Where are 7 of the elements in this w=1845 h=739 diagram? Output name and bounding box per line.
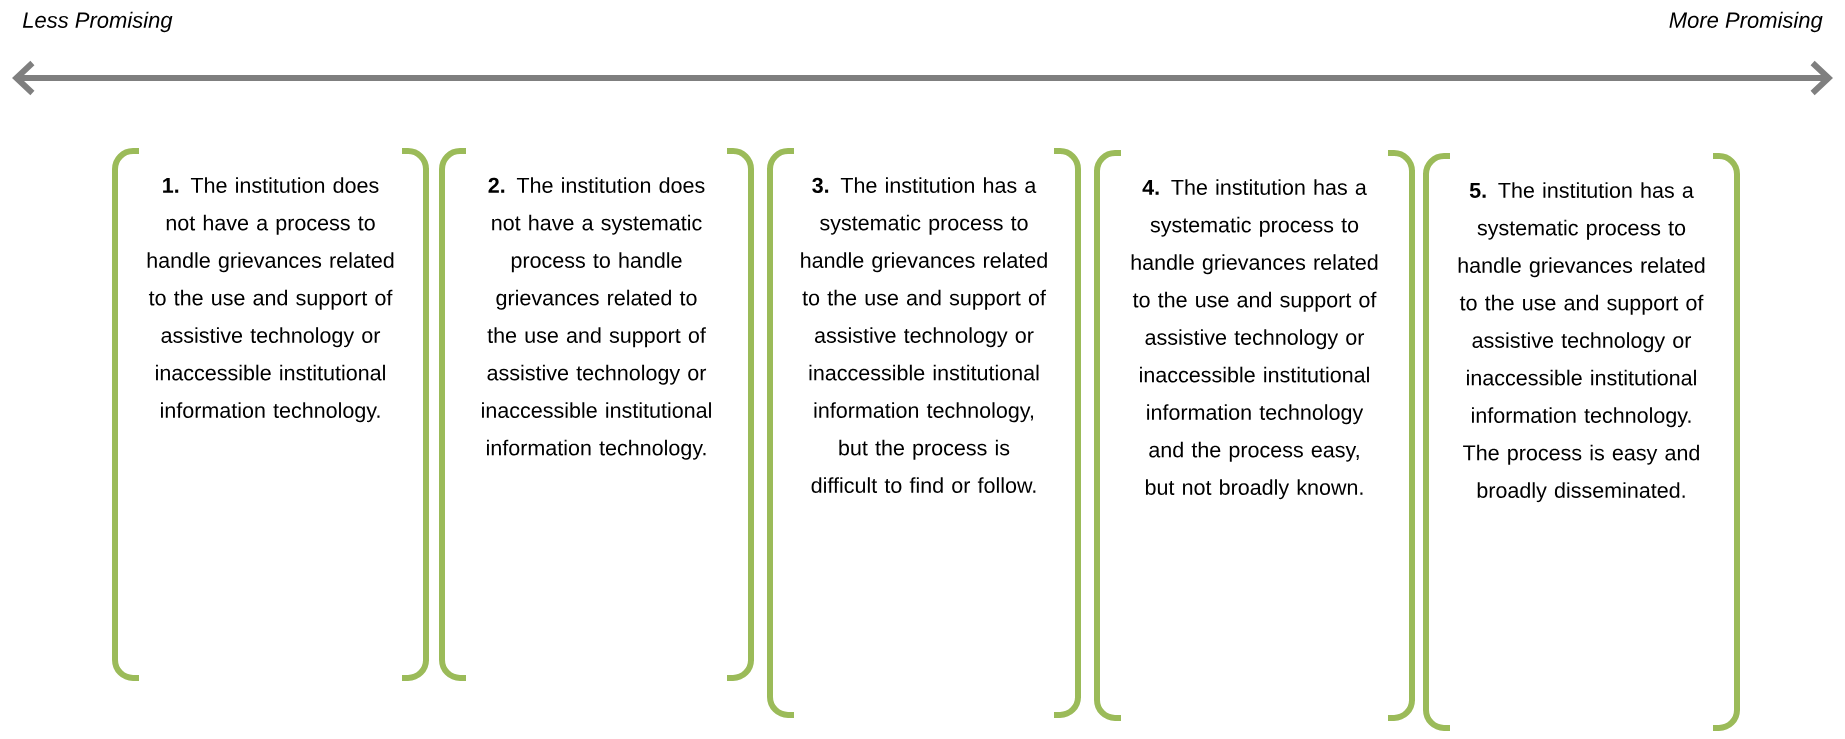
scale-label: Less Promising bbox=[22, 11, 173, 33]
scale-label: More Promising bbox=[1669, 11, 1823, 33]
bracket-box: 3. The institution has a systematic process to handle grievances related to the use and support of assistive technology or inaccessible institutional information technology, but the process is difficult to find or follow. bbox=[767, 148, 1081, 718]
bracket-box: 2. The institution does not have a systematic process to handle grievances related to the use and support of assistive technology or inaccessible institutional information technology. bbox=[439, 148, 754, 681]
bracket-box: 5. The institution has a systematic process to handle grievances related to the use and support of assistive technology or inaccessible institutional information technology. The process is easy and broadly disseminated. bbox=[1423, 153, 1740, 731]
bracket-box: 1. The institution does not have a process to handle grievances related to the use and support of assistive technology or inaccessible institutional information technology. bbox=[112, 148, 429, 681]
bracket-box: 4. The institution has a systematic process to handle grievances related to the use and support of assistive technology or inaccessible institutional information technology and the process easy, but not broadly known. bbox=[1094, 150, 1415, 721]
